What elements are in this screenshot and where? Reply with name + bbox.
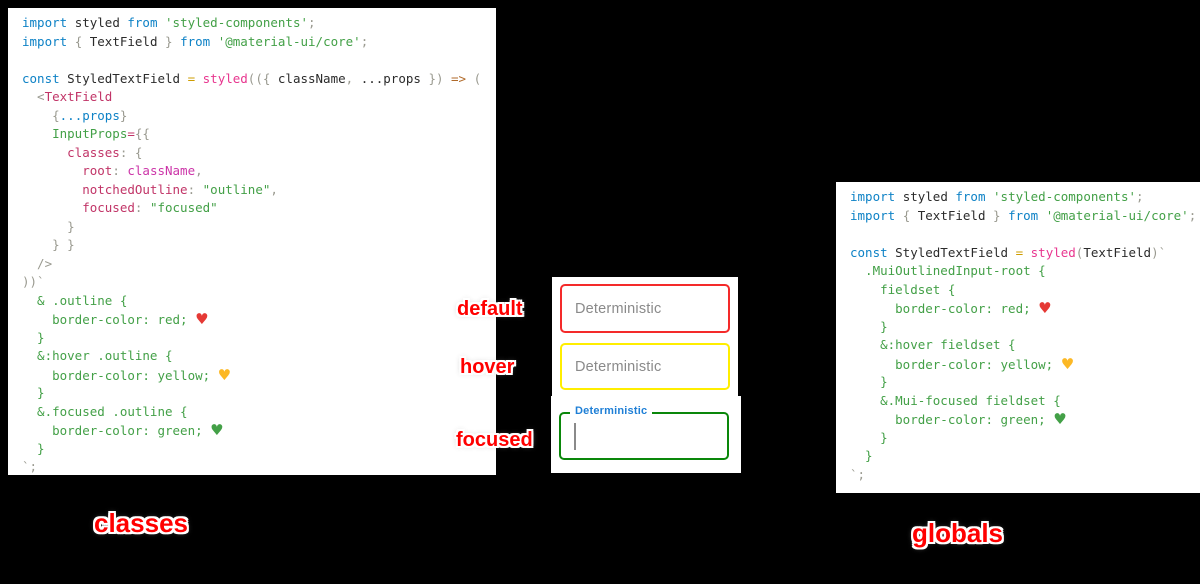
textfield-focused-label: Deterministic: [570, 405, 653, 417]
caption-globals: globals: [912, 518, 1004, 548]
globals-code-block: import styled from 'styled-components';i…: [836, 182, 1200, 493]
classes-code-block: import styled from 'styled-components';i…: [8, 8, 496, 475]
textfield-hover[interactable]: Deterministic: [560, 343, 730, 390]
state-label-default: default: [457, 298, 523, 320]
textfield-default-placeholder: Deterministic: [575, 300, 662, 317]
textfield-hover-placeholder: Deterministic: [575, 358, 662, 375]
caption-classes: classes: [94, 508, 188, 538]
textfield-default[interactable]: Deterministic: [560, 284, 730, 333]
state-label-hover: hover: [460, 356, 515, 378]
text-cursor: [574, 423, 576, 450]
state-label-focused: focused: [456, 429, 533, 451]
textfield-focused[interactable]: Deterministic: [559, 405, 729, 460]
